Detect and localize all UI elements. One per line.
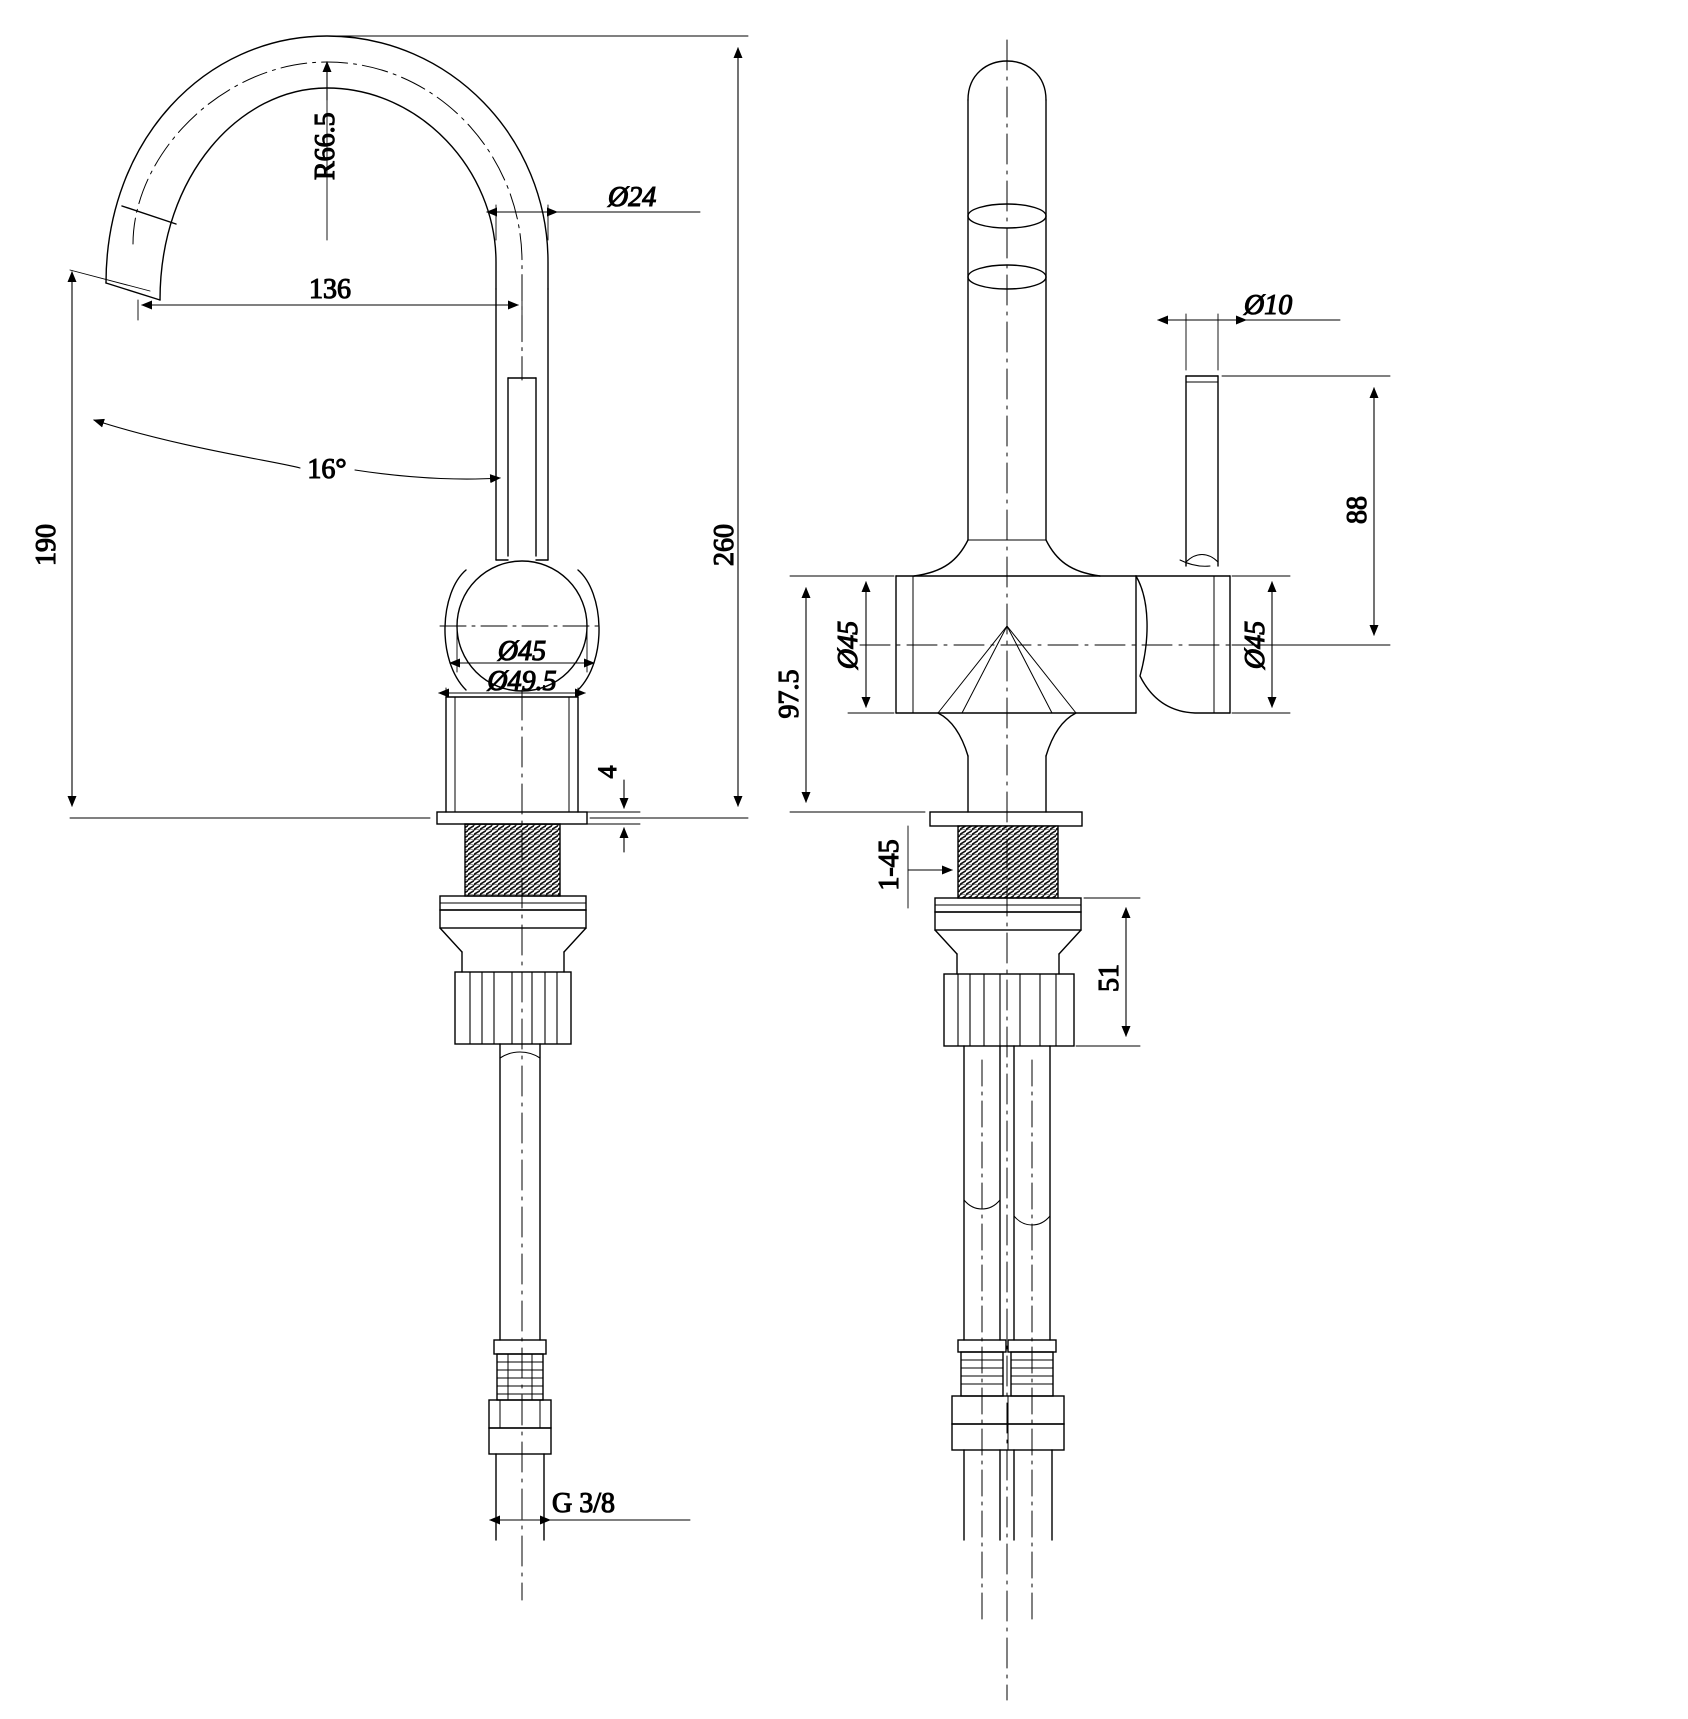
side-view-geometry [859,39,1311,1701]
spout-outlet-face [105,282,161,301]
hub-swivel-profile [1135,575,1231,714]
side-view-dimensions: 97.5 Ø45 Ø45 Ø10 88 1-45 51 [773,289,1391,1047]
ext-190-top [69,269,151,292]
side-mounting-shank-thread [957,825,1059,899]
dim-label-16deg: 16° [307,454,346,485]
lever-base-fillet [1185,554,1219,563]
shoulder-right-taper [563,927,587,953]
dim-label-g38: G 3/8 [552,1488,615,1519]
inlet-hex-nut-upper [488,1399,552,1429]
dim-label-190: 190 [31,524,62,566]
front-view-dimensions: 260 190 136 Ø24 R66.5 16° Ø45 [30,35,749,1529]
hub-lever-arc [1179,559,1211,567]
dim-label-1-45: 1-45 [874,839,905,890]
dim-label-4: 4 [593,766,622,779]
facet-right-outer [1006,625,1077,714]
side-shoulder-left [934,929,958,955]
side-fillet-left [913,539,969,577]
dim-label-97-5: 97.5 [774,670,805,719]
dim-label-88: 88 [1342,496,1373,524]
dim-label-d45-front: Ø45 [497,636,546,667]
dim-label-d49-5: Ø49.5 [486,666,556,697]
side-fillet-right [1045,539,1101,577]
hose-crimp-collar [493,1339,547,1355]
side-knurled-locknut [943,973,1075,1047]
hose-crimp-body [496,1353,544,1401]
cone-right [1045,712,1077,757]
dim-label-d45-left: Ø45 [833,621,864,670]
leader-16deg-left [93,418,301,469]
dim-label-51: 51 [1094,964,1125,992]
side-shoulder-right [1058,929,1082,955]
shoulder-left-taper [439,927,463,953]
facet-left-outer [937,625,1008,714]
cone-left [937,712,969,757]
facet-left-inner [961,625,1008,714]
side-deck-flange [929,811,1083,827]
lock-washer-lower [439,909,587,929]
side-washer-lower [934,911,1082,931]
dim-label-260: 260 [709,524,740,566]
spout-centerline [132,61,523,381]
facet-right-inner [1006,625,1053,714]
mounting-shank-thread [464,823,561,897]
dim-label-d45-right: Ø45 [1240,621,1271,670]
deck-flange [436,811,588,825]
dim-label-d24: Ø24 [607,182,656,213]
spout-outer-profile [105,35,549,290]
inlet-hex-nut-lower [488,1427,552,1455]
dim-label-d10: Ø10 [1243,290,1292,321]
dim-label-136: 136 [309,274,351,305]
hose-crimp-arc [499,1051,541,1059]
body-collar-arc-right [577,569,600,691]
dim-label-r66-5: R66.5 [310,112,341,180]
knurled-locknut [454,971,572,1045]
leader-16deg-right [354,469,501,484]
body-collar-arc-left [444,569,467,691]
spout-outlet-collar [121,205,177,225]
